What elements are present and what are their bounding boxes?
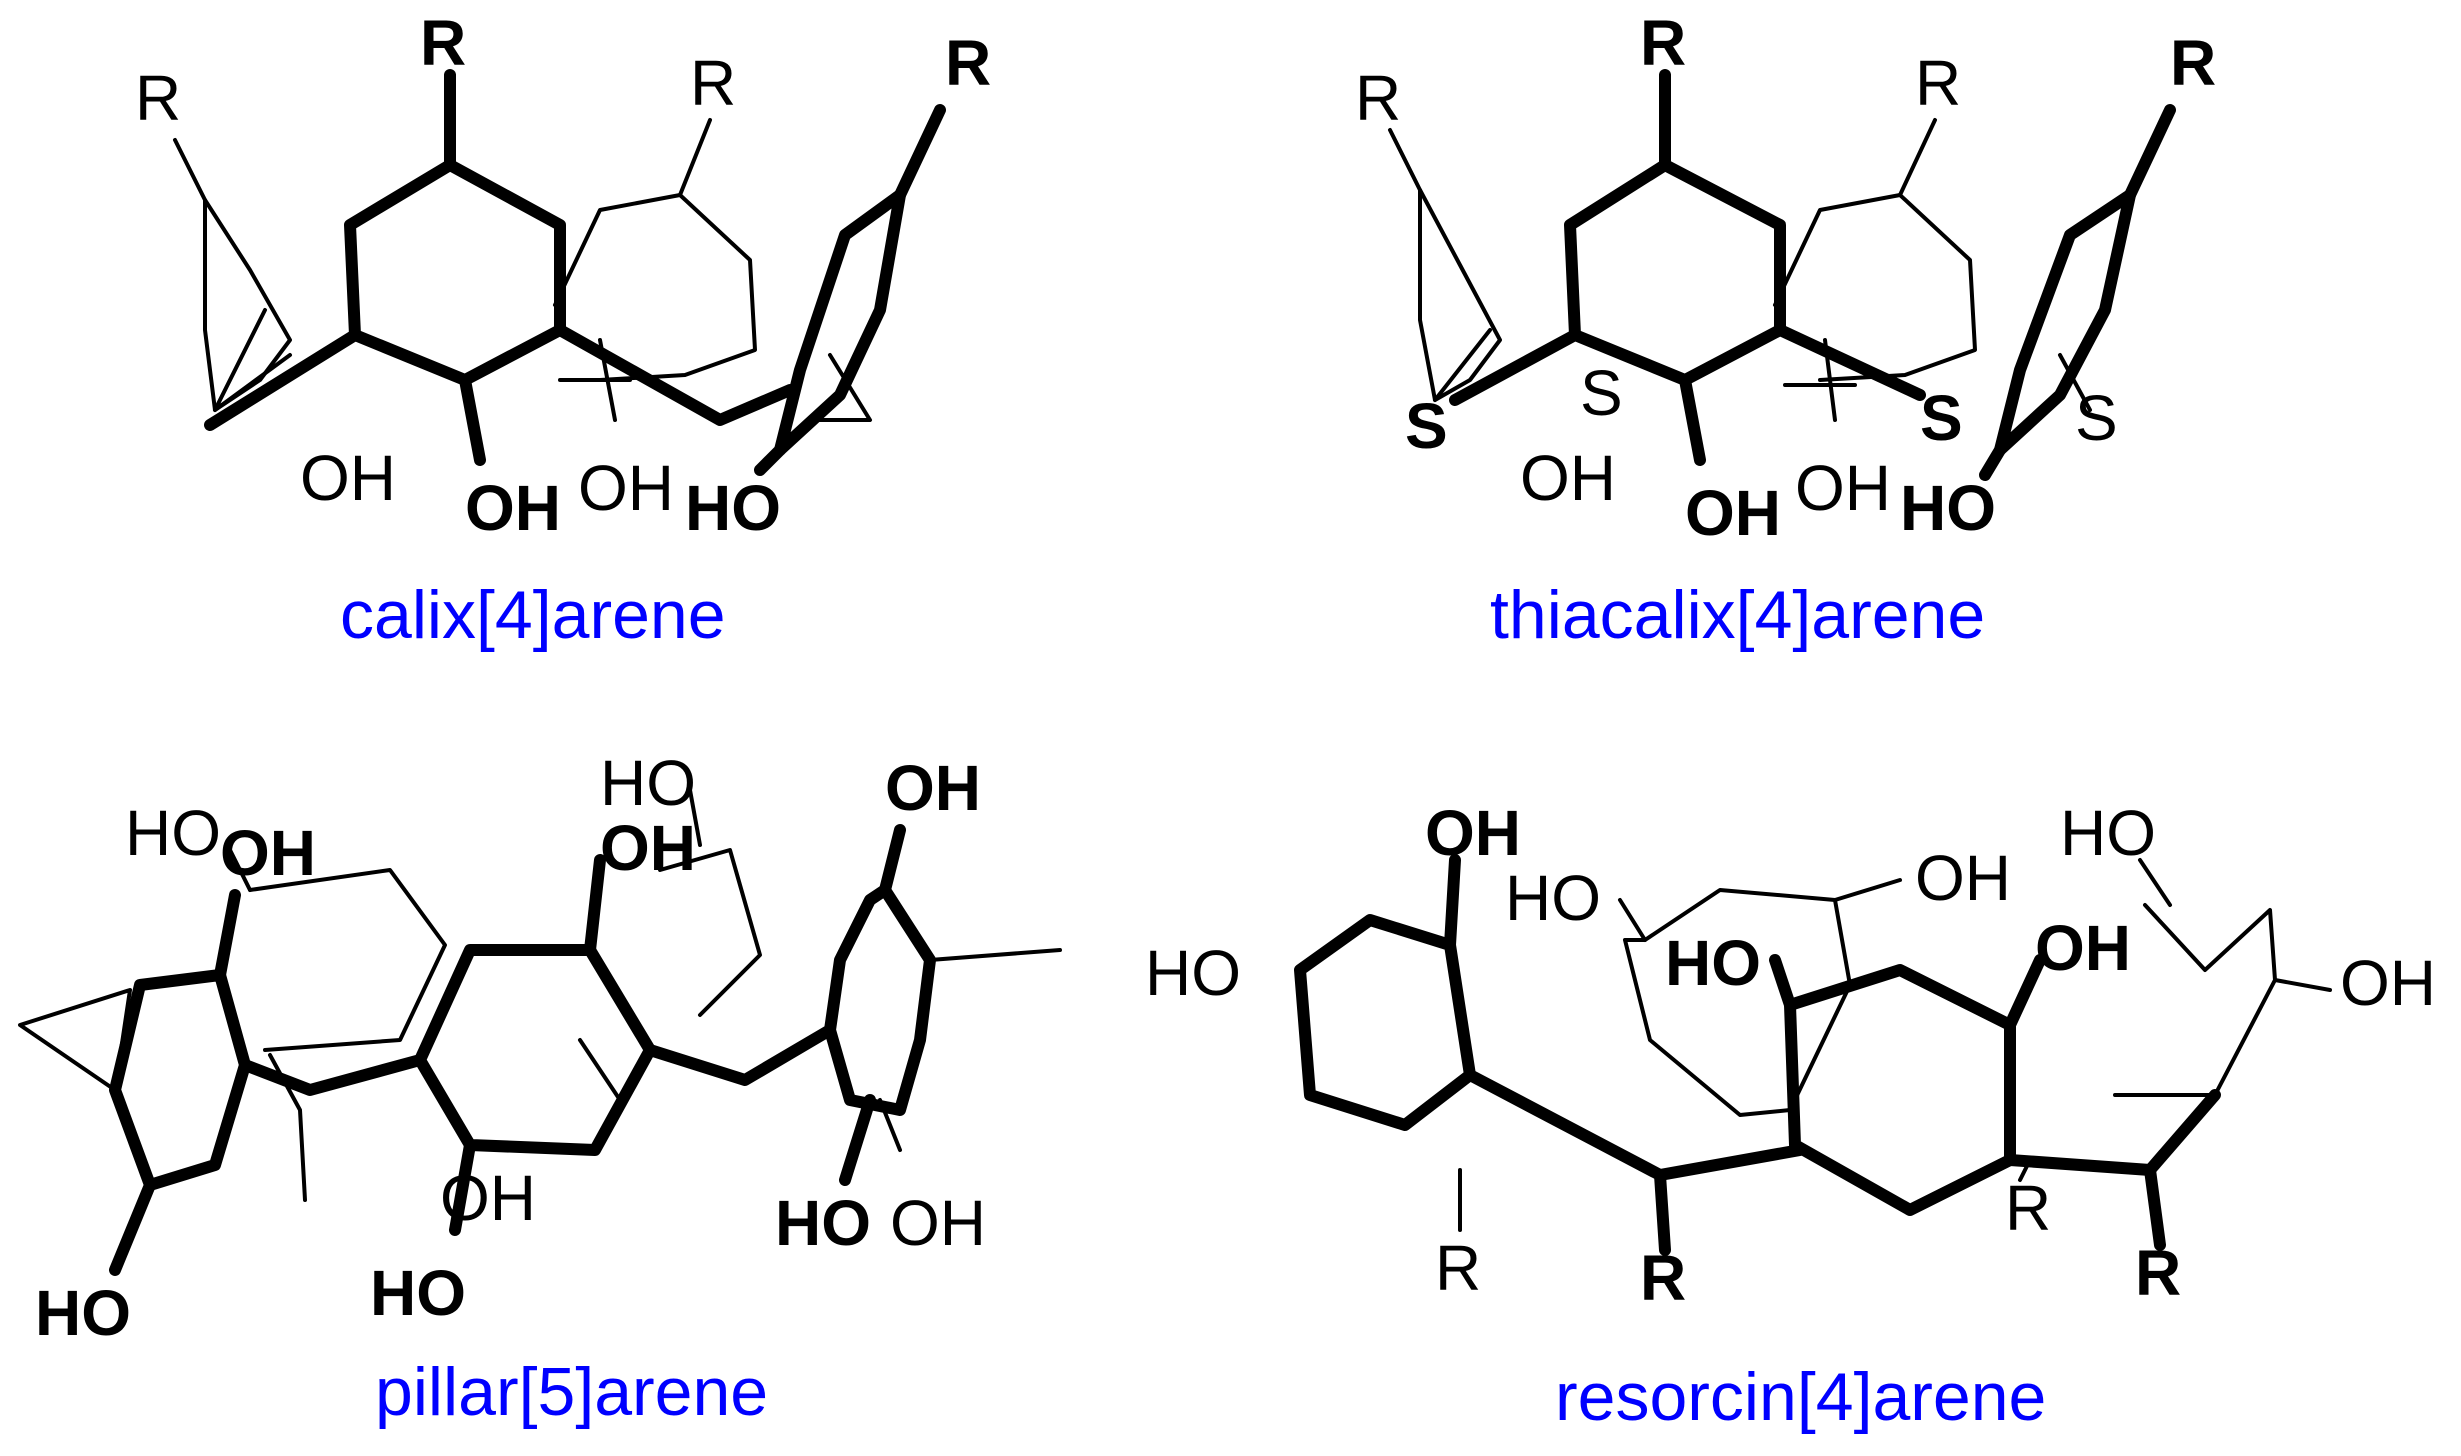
thia-HO-1: HO [1900,472,1996,544]
calixarene-structure: R R R R OH OH OH HO [135,7,991,544]
thia-R-4: R [2170,27,2216,99]
thia-S-1: S [1405,390,1448,462]
pillar-OH-3: OH [885,752,981,824]
resorc-R-3: R [2005,1172,2051,1244]
thia-S-3: S [1920,382,1963,454]
caption-calixarene: calix[4]arene [340,577,726,653]
pillar-OH-4: OH [440,1162,536,1234]
thia-OH-3: OH [1795,452,1891,524]
calix-OH-1: OH [300,442,396,514]
pillar-OH-5: OH [890,1187,986,1259]
resorc-R-4: R [2135,1237,2181,1309]
pillar-HO-3: HO [775,1187,871,1259]
caption-thiacalixarene: thiacalix[4]arene [1490,577,1985,653]
resorc-HO-4: HO [1665,927,1761,999]
resorc-OH-1: OH [1425,797,1521,869]
calix-OH-2: OH [465,472,561,544]
calix-R-3: R [690,47,736,119]
caption-pillararene: pillar[5]arene [375,1354,768,1430]
resorc-OH-4: OH [2340,947,2436,1019]
calix-OH-3: OH [578,452,674,524]
calix-R-2: R [420,7,466,79]
caption-resorcinarene: resorcin[4]arene [1555,1359,2046,1435]
resorc-HO-3: HO [1145,937,1241,1009]
thia-OH-1: OH [1520,442,1616,514]
thia-R-3: R [1915,47,1961,119]
thia-R-2: R [1640,7,1686,79]
calix-HO-1: HO [685,472,781,544]
resorc-R-1: R [1435,1232,1481,1304]
thiacalixarene-structure: S S S S R R R R OH OH OH HO [1355,7,2216,549]
resorc-HO-1: HO [1505,862,1601,934]
resorc-R-2: R [1640,1242,1686,1314]
thia-R-1: R [1355,62,1401,134]
pillar-HO-1: HO [125,797,221,869]
pillararene-structure: HO OH OH HO OH OH HO OH HO HO [18,747,1062,1349]
resorcinarene-structure: OH HO OH HO HO HO OH OH R R R R [1145,797,2436,1314]
pillar-OH-1: OH [220,817,316,889]
pillar-HO-4: HO [35,1277,131,1349]
pillar-OH-2: OH [600,812,696,884]
calix-R-4: R [945,27,991,99]
thia-OH-2: OH [1685,477,1781,549]
pillar-HO-5: HO [370,1257,466,1329]
calix-R-1: R [135,62,181,134]
pillar-HO-2: HO [600,747,696,819]
resorc-OH-2: OH [1915,842,2011,914]
resorc-OH-3: OH [2035,912,2131,984]
thia-S-2: S [1580,357,1623,429]
thia-S-4: S [2075,382,2118,454]
resorc-HO-2: HO [2060,797,2156,869]
